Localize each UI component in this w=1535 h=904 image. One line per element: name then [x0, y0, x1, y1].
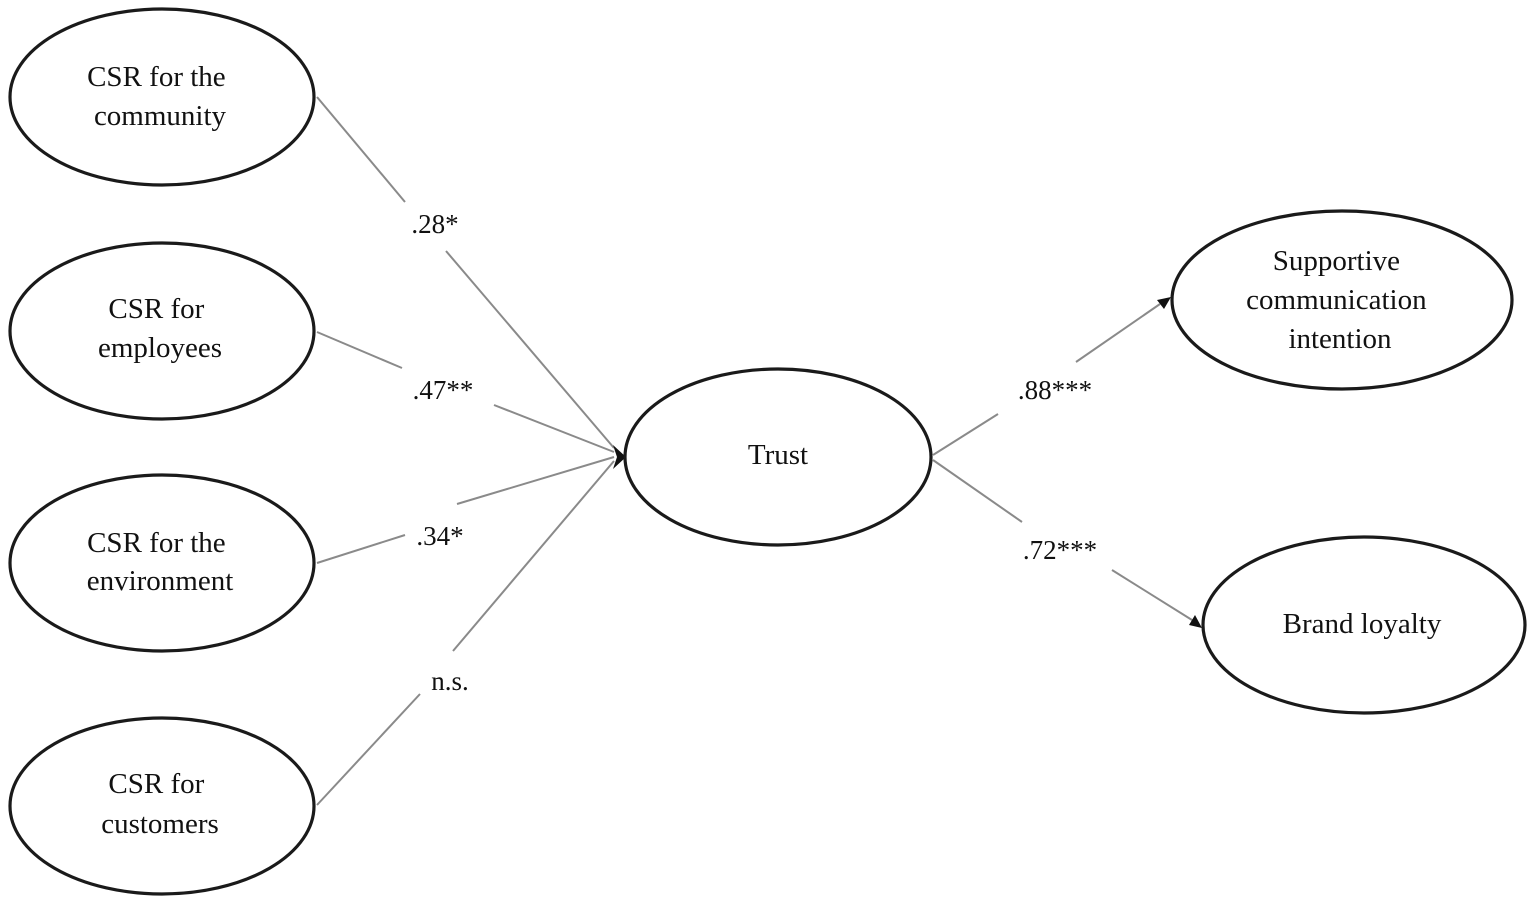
- node-supportive-line-2: communication: [1246, 284, 1427, 316]
- svg-text:Supportive communication: Supportive communication intention: [1246, 245, 1434, 355]
- node-trust: Trust: [623, 367, 933, 547]
- node-loyalty-ellipse: [1201, 535, 1527, 715]
- edge-trust-supportive-b: [1075, 303, 1161, 363]
- node-trust-label: Trust: [748, 439, 808, 471]
- node-csr-community-ellipse: [8, 7, 316, 187]
- node-supportive-line-1: Supportive: [1273, 245, 1400, 277]
- node-csr-community-line-2: community: [94, 100, 227, 132]
- svg-text:CSR for the environment: CSR for the environment: [87, 527, 234, 597]
- node-loyalty-label: Brand loyalty: [1283, 608, 1442, 640]
- node-csr-environment: CSR for the environment: [8, 473, 316, 653]
- edge-community-trust-a: [316, 96, 406, 203]
- node-csr-customers-ellipse: [8, 716, 316, 896]
- node-csr-employees: CSR for employees: [8, 241, 316, 421]
- edge-environment-trust-a: [316, 534, 406, 564]
- svg-text:Brand loyalty: Brand loyalty: [1283, 608, 1442, 640]
- node-supportive-line-3: intention: [1288, 323, 1392, 355]
- node-csr-employees-ellipse: [8, 241, 316, 421]
- edge-employees-trust-b: [493, 404, 615, 453]
- node-csr-community-line-1: CSR for the: [87, 61, 226, 93]
- edge-employees-trust-a: [316, 331, 403, 369]
- coef-customers-trust: n.s.: [431, 666, 469, 696]
- coef-employees-trust: .47**: [413, 375, 474, 405]
- edge-community-trust-b: [445, 250, 615, 449]
- edge-customers-trust-b: [452, 460, 615, 652]
- edges: [316, 96, 1193, 806]
- node-csr-community: CSR for the community: [8, 7, 316, 187]
- node-csr-employees-line-2: employees: [98, 332, 222, 364]
- node-brand-loyalty: Brand loyalty: [1201, 535, 1527, 715]
- svg-text:Trust: Trust: [748, 439, 808, 471]
- edge-environment-trust-b: [456, 456, 615, 505]
- node-csr-environment-ellipse: [8, 473, 316, 653]
- coef-trust-supportive: .88***: [1018, 375, 1092, 405]
- edge-trust-loyalty-a: [932, 459, 1023, 523]
- arrowheads: [613, 297, 1202, 628]
- node-supportive-ellipse: [1170, 209, 1514, 391]
- node-csr-environment-line-1: CSR for the: [87, 527, 226, 559]
- node-trust-ellipse: [623, 367, 933, 547]
- node-csr-environment-line-2: environment: [87, 565, 234, 597]
- node-supportive-communication: Supportive communication intention: [1170, 209, 1514, 391]
- edge-customers-trust-a: [316, 693, 421, 806]
- node-csr-customers-line-2: customers: [101, 808, 219, 840]
- edge-trust-loyalty-b: [1111, 569, 1193, 621]
- svg-text:CSR for the community: CSR for the community: [87, 61, 233, 132]
- node-csr-employees-line-1: CSR for: [108, 293, 204, 325]
- coef-community-trust: .28*: [411, 209, 458, 239]
- arrowhead-supportive-icon: [1157, 297, 1171, 309]
- svg-text:CSR for customers: CSR for customers: [101, 768, 219, 840]
- arrowhead-trust-icon: [613, 445, 626, 469]
- node-csr-customers: CSR for customers: [8, 716, 316, 896]
- node-csr-customers-line-1: CSR for: [108, 768, 204, 800]
- coefficients: .28* .47** .34* n.s. .88*** .72***: [411, 209, 1097, 696]
- edge-trust-supportive-a: [932, 413, 999, 456]
- arrowhead-loyalty-icon: [1189, 615, 1202, 628]
- svg-text:CSR for employees: CSR for employees: [98, 293, 222, 364]
- coef-trust-loyalty: .72***: [1023, 535, 1097, 565]
- coef-environment-trust: .34*: [416, 521, 463, 551]
